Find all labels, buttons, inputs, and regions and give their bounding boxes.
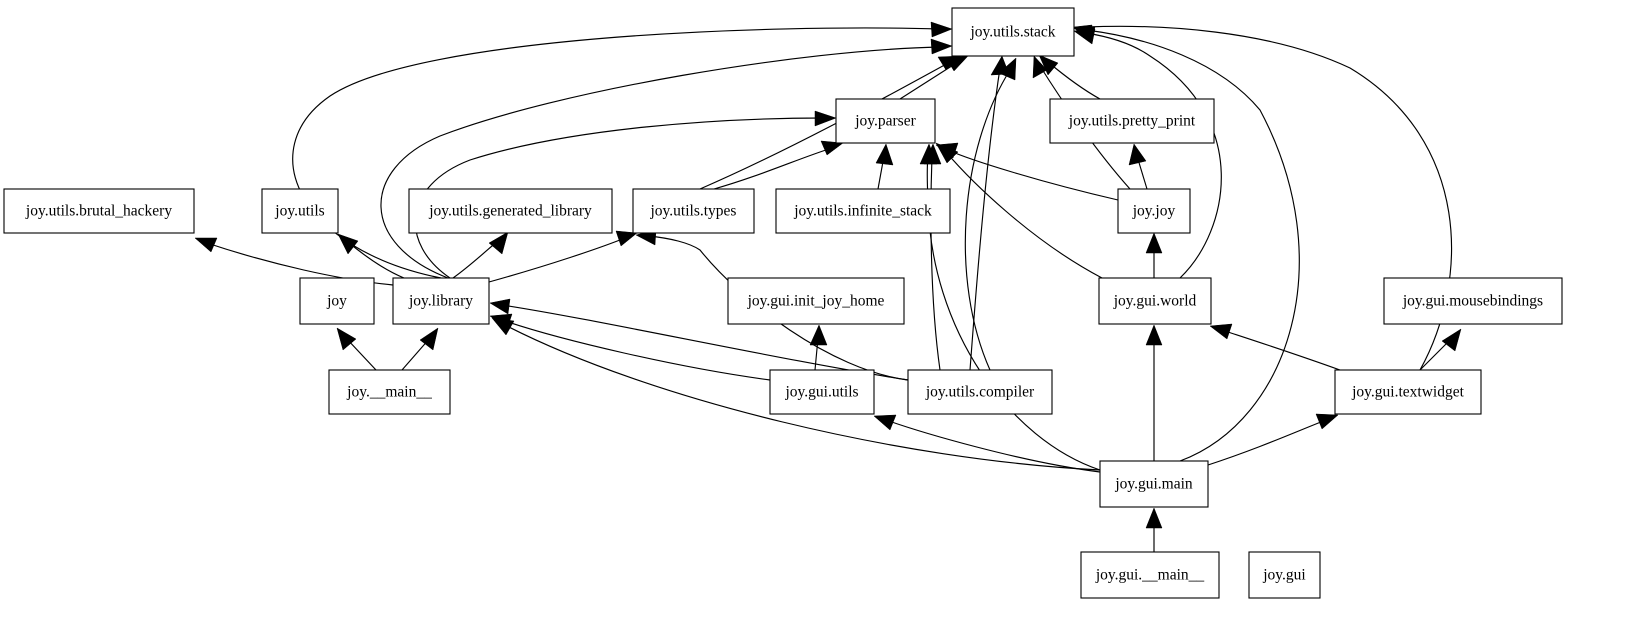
node-joy-joy[interactable]: joy.joy xyxy=(1117,188,1191,234)
arrowhead-library-to-generatedlibrary xyxy=(488,231,509,255)
edge-compiler-to-parser xyxy=(930,155,941,371)
node-joy-gui-dunder-main[interactable]: joy.gui.__main__ xyxy=(1080,551,1220,599)
arrowhead-guimain-to-textwidget xyxy=(1315,413,1339,430)
node-joy-gui-main[interactable]: joy.gui.main xyxy=(1099,460,1209,508)
edge-library-to-stack-a xyxy=(292,27,941,279)
arrowhead-mainmod-to-joy xyxy=(336,327,357,351)
edge-layer xyxy=(194,21,1462,552)
arrowhead-world-to-joyjoy xyxy=(1145,232,1163,254)
node-label: joy xyxy=(326,293,347,310)
arrowhead-compiler-to-library xyxy=(489,298,511,315)
arrowhead-joyjoy-to-stack xyxy=(1032,55,1048,79)
edge-guimain-to-stack xyxy=(1085,29,1300,462)
node-joy-gui-utils[interactable]: joy.gui.utils xyxy=(769,369,875,415)
arrowhead-joyjoy-to-prettyprint xyxy=(1128,143,1147,166)
arrowhead-guimain-to-parser xyxy=(919,143,938,165)
arrowhead-types-to-parser xyxy=(820,140,844,156)
node-label: joy.utils.compiler xyxy=(925,384,1035,401)
arrowhead-guiutils-to-initjoyhome xyxy=(809,324,828,346)
node-joy-library[interactable]: joy.library xyxy=(392,277,490,325)
node-label: joy.gui.init_joy_home xyxy=(747,293,885,310)
node-label: joy.__main__ xyxy=(346,384,432,401)
arrowhead-compiler-to-stack-b xyxy=(998,57,1017,81)
edge-library-to-stack-b xyxy=(380,46,941,279)
node-label: joy.gui.utils xyxy=(784,384,858,401)
edge-guimain-to-textwidget xyxy=(1207,419,1327,466)
node-label: joy.gui.main xyxy=(1114,476,1193,493)
arrowhead-textwidget-to-mousebindings xyxy=(1441,328,1462,352)
arrowhead-infinitestack-to-parser xyxy=(875,143,894,166)
arrowhead-guimain-to-library xyxy=(491,317,515,336)
node-label: joy.utils.stack xyxy=(969,24,1055,41)
arrowhead-world-to-parser xyxy=(935,142,959,164)
arrowhead-library-to-stack-a xyxy=(930,21,953,38)
node-joy-utils-types[interactable]: joy.utils.types xyxy=(632,188,755,234)
arrowhead-textwidget-to-world xyxy=(1209,323,1233,340)
node-label: joy.utils.brutal_hackery xyxy=(25,203,172,220)
node-joy-parser[interactable]: joy.parser xyxy=(835,98,936,144)
edge-guiutils-to-library xyxy=(501,319,771,381)
arrowhead-library-to-parser xyxy=(814,110,837,127)
node-label: joy.gui.__main__ xyxy=(1095,567,1205,584)
arrowhead-library-to-brutalhackery xyxy=(194,237,218,253)
node-label: joy.utils.infinite_stack xyxy=(793,203,932,220)
edge-types-to-parser xyxy=(713,147,833,190)
node-joy-utils-generated-library[interactable]: joy.utils.generated_library xyxy=(408,188,613,234)
node-joy[interactable]: joy xyxy=(299,277,375,325)
node-label: joy.utils.types xyxy=(650,203,737,220)
arrowhead-prettyprint-to-stack xyxy=(1038,54,1059,76)
edge-guimain-to-parser xyxy=(926,155,1101,471)
node-label: joy.gui.textwidget xyxy=(1351,384,1464,401)
edge-library-to-types xyxy=(488,237,626,283)
edge-world-to-stack xyxy=(1085,32,1222,279)
node-joy-utils-compiler[interactable]: joy.utils.compiler xyxy=(907,369,1053,415)
node-label: joy.parser xyxy=(854,113,916,130)
edge-compiler-to-stack-b xyxy=(964,69,1011,371)
node-joy-dunder-main[interactable]: joy.__main__ xyxy=(328,369,451,415)
arrowhead-textwidget-to-stack xyxy=(1073,24,1093,41)
edge-compiler-to-stack-a xyxy=(969,67,1001,371)
edge-joyjoy-to-parser xyxy=(947,149,1119,201)
edge-prettyprint-to-stack xyxy=(1047,61,1101,100)
node-label: joy.gui.world xyxy=(1113,293,1197,310)
node-joy-gui-textwidget[interactable]: joy.gui.textwidget xyxy=(1334,369,1482,415)
arrowhead-library-to-types xyxy=(615,230,638,247)
edge-guimain-to-library xyxy=(502,323,1101,471)
node-joy-gui[interactable]: joy.gui xyxy=(1248,551,1321,599)
node-joy-gui-init-joy-home[interactable]: joy.gui.init_joy_home xyxy=(727,277,905,325)
node-joy-gui-world[interactable]: joy.gui.world xyxy=(1098,277,1212,325)
node-label: joy.utils.generated_library xyxy=(428,203,592,220)
edge-parser-to-stack xyxy=(899,61,959,100)
node-label: joy.utils xyxy=(274,203,324,220)
arrowhead-library-to-stack-b xyxy=(930,38,953,55)
node-joy-gui-mousebindings[interactable]: joy.gui.mousebindings xyxy=(1383,277,1563,325)
node-label: joy.gui.mousebindings xyxy=(1402,293,1543,310)
arrowhead-guimainmod-to-guimain xyxy=(1145,507,1163,529)
node-label: joy.library xyxy=(408,293,473,310)
arrowhead-library-to-utils xyxy=(337,233,359,255)
node-joy-utils-pretty-print[interactable]: joy.utils.pretty_print xyxy=(1049,98,1215,144)
node-label: joy.gui xyxy=(1262,567,1306,584)
node-label: joy.joy xyxy=(1132,203,1176,220)
node-label: joy.utils.pretty_print xyxy=(1068,113,1196,130)
arrowhead-guimain-to-guiutils xyxy=(873,414,897,431)
node-joy-utils-infinite-stack[interactable]: joy.utils.infinite_stack xyxy=(775,188,951,234)
arrowhead-types-to-stack xyxy=(937,55,962,71)
node-layer: joy.utils.stack joy.parser joy.utils.pre… xyxy=(3,7,1563,599)
arrowhead-guimain-to-world xyxy=(1145,324,1163,346)
node-joy-utils-stack[interactable]: joy.utils.stack xyxy=(951,7,1075,57)
edge-textwidget-to-world xyxy=(1221,329,1341,371)
node-joy-utils-brutal-hackery[interactable]: joy.utils.brutal_hackery xyxy=(3,188,195,234)
edge-world-to-parser xyxy=(945,151,1103,279)
node-joy-utils[interactable]: joy.utils xyxy=(261,188,339,234)
arrowhead-mainmod-to-library xyxy=(419,327,439,351)
edge-guimain-to-guiutils xyxy=(885,419,1101,473)
